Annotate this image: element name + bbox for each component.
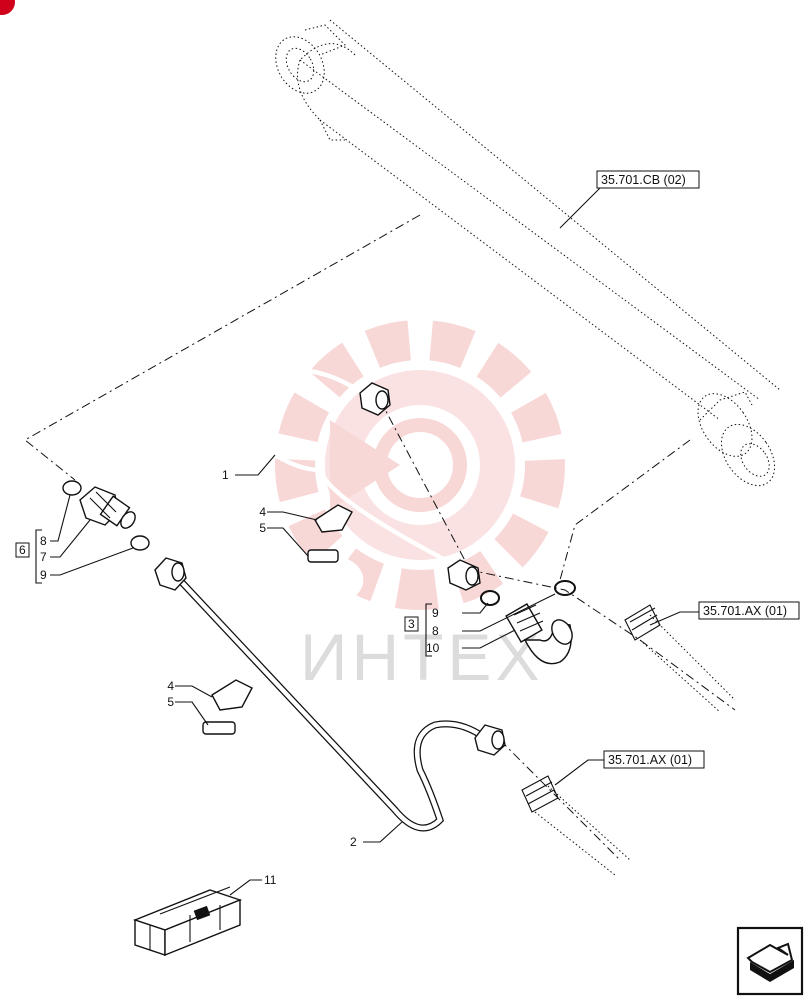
next-page-icon[interactable] [736,926,804,996]
ref-cylinder-label: 35.701.CB (02) [601,173,686,187]
corner-badge [0,0,15,15]
ref-cylinder[interactable]: 35.701.CB (02) [596,170,700,189]
o-ring [480,590,500,606]
o-ring [62,480,82,496]
group-6: 6 8 7 9 [15,529,47,584]
port-stub-upper [624,604,736,713]
callout-kit-box: 11 [264,873,277,887]
o-ring [130,535,150,551]
callout-clamp-lower: 5 [167,695,174,709]
group-3: 3 9 8 10 [404,603,440,657]
group-6-item: 9 [40,568,47,582]
kit-box [132,886,243,957]
callout-clip-upper: 4 [259,505,266,519]
callout-clamp-upper: 5 [259,521,266,535]
group-6-item: 7 [40,550,47,564]
group-3-key: 3 [408,617,415,631]
callout-pipe-lower: 2 [350,835,357,849]
group-3-item: 10 [426,641,440,655]
hydraulic-cylinder [275,19,781,487]
o-ring [554,580,576,596]
group-6-item: 8 [40,534,47,548]
group-3-item: 8 [432,624,439,638]
ref-upper-pipe-label: 35.701.AX (01) [703,604,787,618]
callout-pipe-upper: 1 [222,468,229,482]
clip-upper [314,504,353,533]
assembly-line-lower [499,739,621,861]
elbow-fitting [505,603,573,665]
assembly-line-center [379,399,736,711]
watermark-logo [275,320,565,610]
assembly-line-left [24,214,421,481]
watermark-text: ИНТЕХ [300,620,543,694]
group-3-item: 9 [432,606,439,620]
hose-clamp-upper [292,549,364,606]
ref-lower-pipe[interactable]: 35.701.AX (01) [603,750,705,769]
straight-fitting [79,486,136,529]
clip-lower [211,679,253,711]
pipe-upper [255,367,481,591]
hose-clamp-lower [190,721,266,780]
port-stub-lower [521,775,631,876]
ref-lower-pipe-label: 35.701.AX (01) [608,753,692,767]
leader-lines [50,187,700,896]
callout-clip-lower: 4 [167,679,174,693]
assembly-line-right [559,439,691,581]
group-6-key: 6 [19,543,26,557]
pipe-lower [154,557,506,832]
ref-upper-pipe[interactable]: 35.701.AX (01) [698,601,800,620]
